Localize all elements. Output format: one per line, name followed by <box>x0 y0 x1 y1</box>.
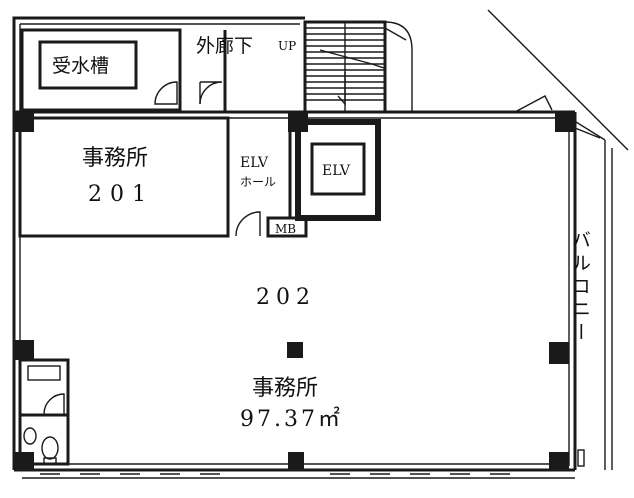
water-tank-box <box>38 40 138 90</box>
elevator-car <box>310 142 366 196</box>
up-label: UP <box>278 39 296 53</box>
elv-hall-label-top: ELV <box>240 155 269 171</box>
office-201-number: 201 <box>88 182 154 207</box>
toilet-block <box>18 358 70 466</box>
upper-left-block <box>12 16 305 112</box>
office-202-name: 事務所 <box>252 376 318 401</box>
office-202-area: 97.37㎡ <box>240 406 343 432</box>
elevator-label: ELV <box>322 163 351 179</box>
corridor-label: 外廊下 <box>196 35 253 57</box>
water-tank-label: 受水槽 <box>52 55 109 77</box>
mb-label: MB <box>275 222 296 236</box>
structural-columns <box>14 112 575 470</box>
mb-box <box>266 216 308 238</box>
elv-hall-label-bottom: ホール <box>240 175 276 189</box>
office-202-number: 202 <box>256 285 316 310</box>
balcony-label: バルコニー <box>569 230 591 345</box>
office-201-name: 事務所 <box>82 146 148 171</box>
door-swings-upper <box>154 81 223 105</box>
stairs <box>303 20 413 114</box>
office-201-room <box>18 116 230 238</box>
elevator-shaft <box>295 119 381 221</box>
